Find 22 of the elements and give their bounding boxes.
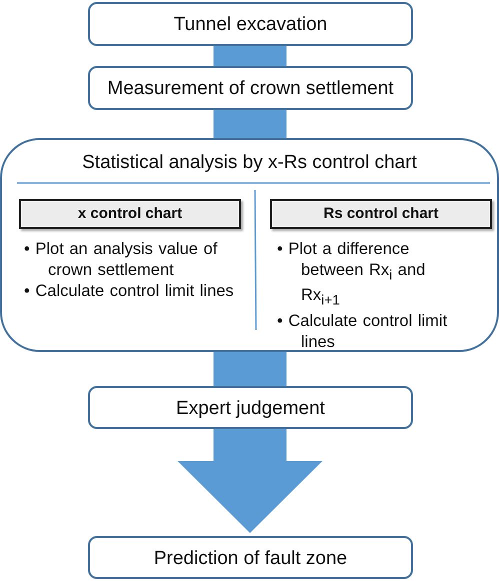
step-label: Tunnel excavation — [172, 14, 328, 36]
step-label: Expert judgement — [175, 398, 326, 420]
block-arrow — [178, 428, 322, 533]
arrow-shaft — [214, 351, 286, 387]
chart-header-box — [19, 199, 241, 229]
bullet-text: • Plot a difference between Rx$_{i}$ and Rx$_{i+1}$ — [277, 239, 426, 310]
chart-heading: Rs control chart — [322, 205, 440, 222]
step-label: Statistical analysis by x-Rs control chart — [81, 152, 418, 174]
process-box — [88, 386, 413, 429]
process-box — [88, 2, 413, 46]
analysis-panel — [0, 138, 499, 352]
arrow-shaft — [214, 109, 286, 139]
bullet-text: • Plot an analysis value of crown settlement — [24, 239, 218, 281]
bullet-text: • Calculate control limit lines — [277, 310, 448, 353]
process-box — [88, 536, 413, 579]
step-label: Measurement of crown settlement — [106, 78, 395, 100]
chart-header-box — [270, 199, 492, 229]
arrow-shaft — [214, 45, 286, 67]
step-label: Prediction of fault zone — [152, 548, 348, 570]
bullet-text: • Calculate control limit lines — [24, 281, 234, 302]
chart-heading: x control chart — [76, 205, 184, 222]
process-box — [88, 66, 413, 110]
